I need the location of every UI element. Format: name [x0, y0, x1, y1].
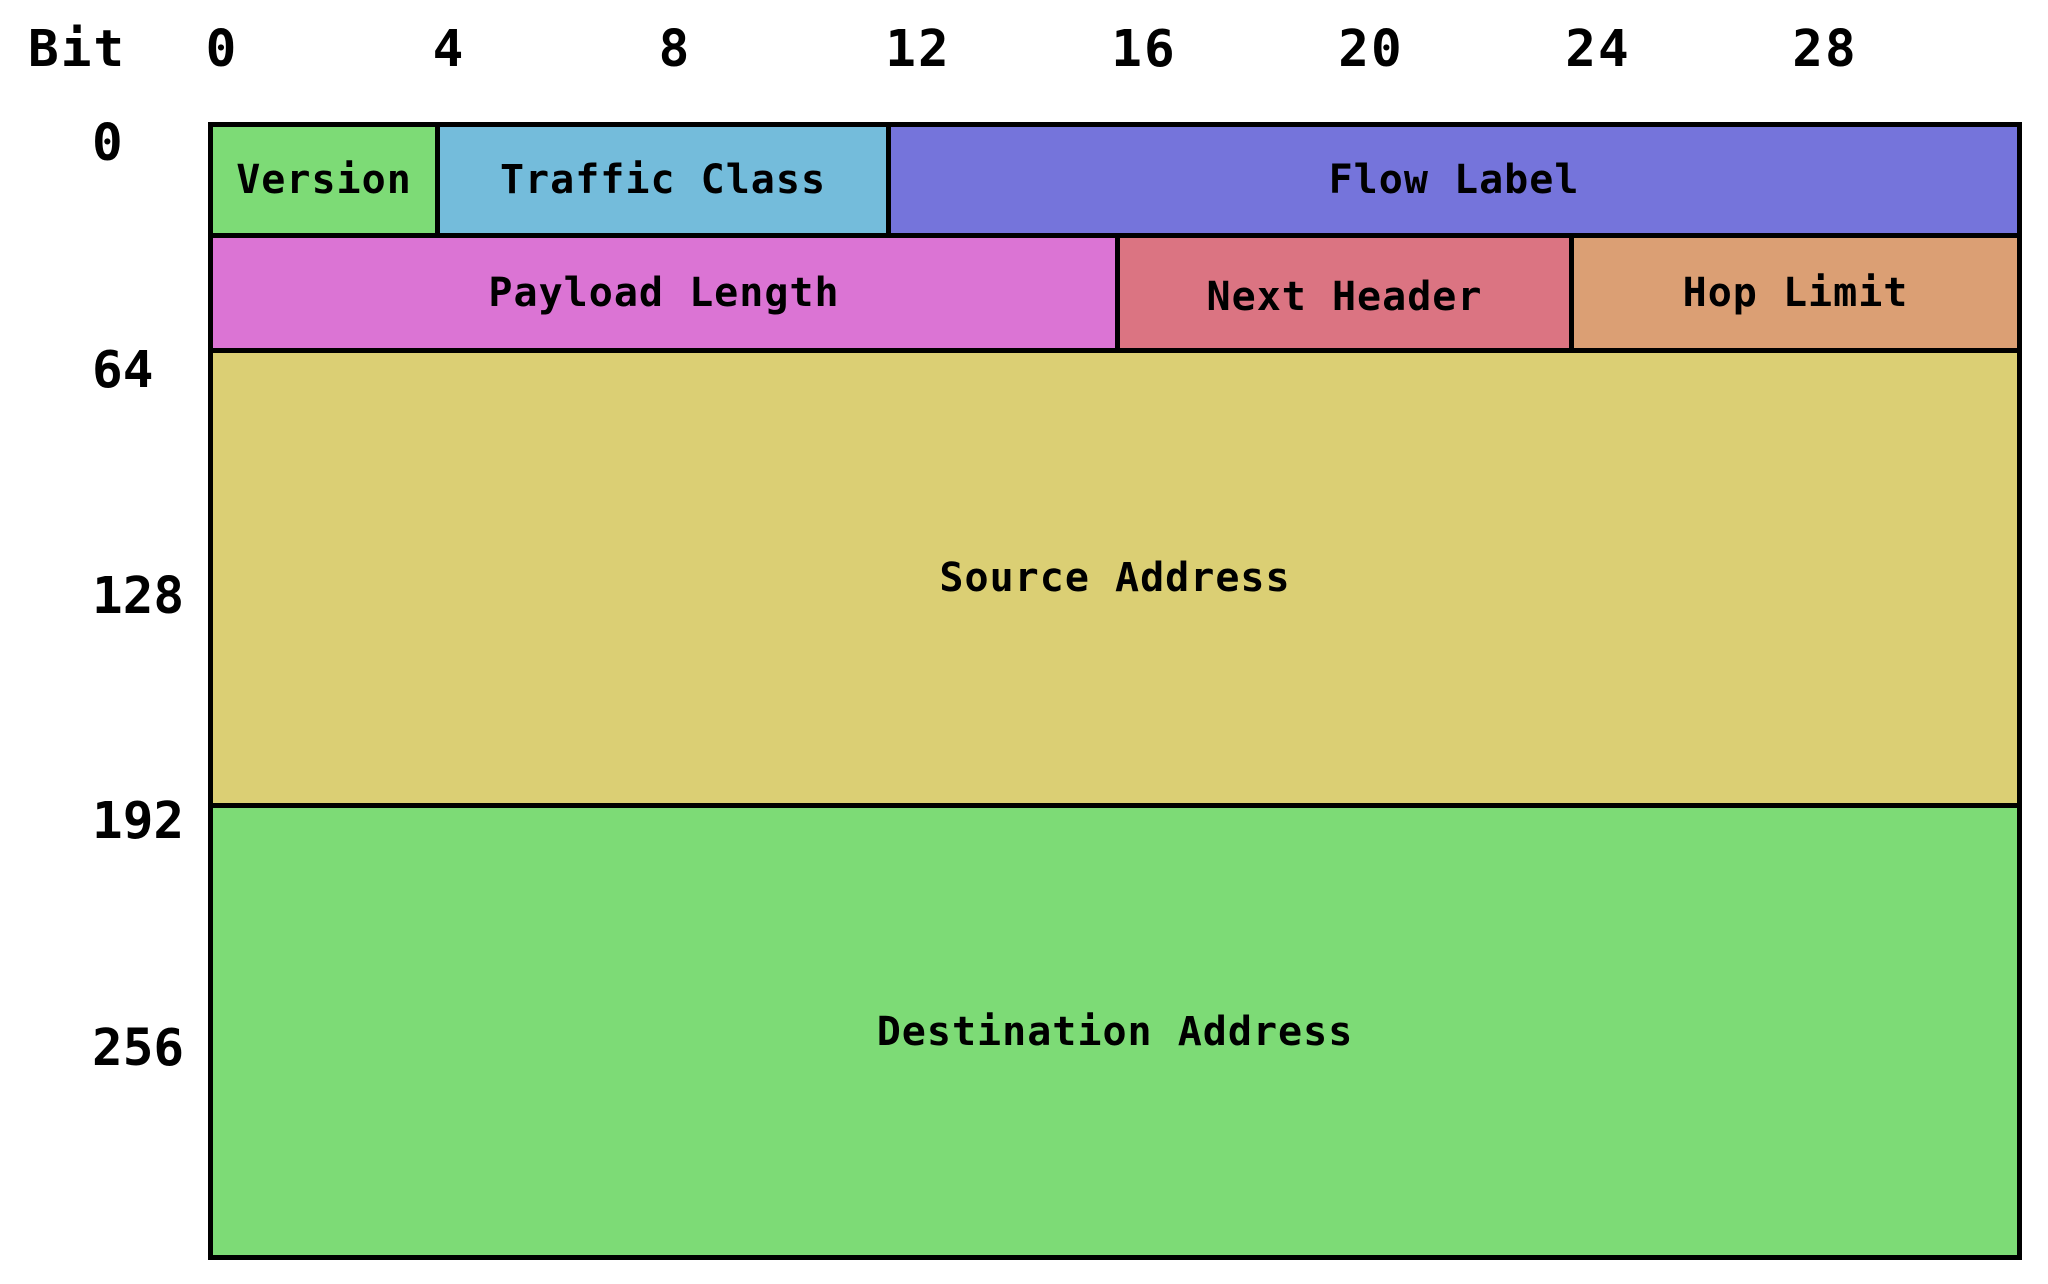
field-flow-label: Flow Label: [886, 122, 2022, 238]
bit-tick-8: 8: [658, 20, 692, 79]
bit-tick-24: 24: [1565, 20, 1631, 79]
field-destination-address-label: Destination Address: [876, 1008, 1354, 1055]
field-payload-length-label: Payload Length: [488, 270, 840, 316]
field-source-address: Source Address: [208, 348, 2022, 808]
field-source-address-label: Source Address: [939, 555, 1291, 601]
row-tick-128: 128: [92, 567, 185, 626]
field-version-label: Version: [236, 157, 412, 203]
bit-tick-12: 12: [885, 20, 951, 79]
field-version: Version: [208, 122, 440, 238]
field-destination-address: Destination Address: [208, 803, 2022, 1260]
bit-tick-16: 16: [1111, 20, 1177, 79]
row-tick-0: 0: [92, 114, 123, 173]
row-tick-256: 256: [92, 1019, 185, 1078]
row-tick-192: 192: [92, 792, 185, 851]
field-flow-label-label: Flow Label: [1328, 157, 1580, 203]
field-traffic-class-label: Traffic Class: [499, 157, 827, 203]
field-next-header: Next Header: [1115, 233, 1574, 353]
bit-tick-4: 4: [432, 20, 466, 79]
field-traffic-class: Traffic Class: [435, 122, 891, 238]
field-hop-limit-label: Hop Limit: [1682, 270, 1909, 316]
field-payload-length: Payload Length: [208, 233, 1120, 353]
bit-tick-0: 0: [205, 20, 239, 79]
bit-axis-title: Bit: [28, 20, 127, 79]
bit-tick-28: 28: [1792, 20, 1858, 79]
bit-tick-20: 20: [1338, 20, 1404, 79]
row-tick-64: 64: [92, 341, 154, 400]
field-next-header-label: Next Header: [1206, 274, 1483, 320]
field-hop-limit: Hop Limit: [1569, 233, 2022, 353]
